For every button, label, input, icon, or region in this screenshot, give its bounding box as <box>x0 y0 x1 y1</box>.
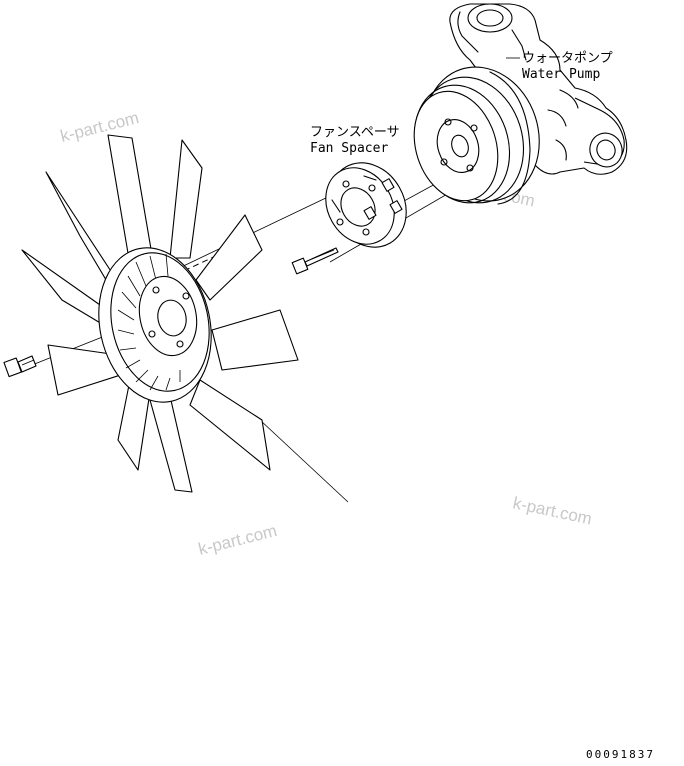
fan-spacer-label-jp: ファンスペーサ <box>310 125 400 140</box>
water-pump-label-jp: ウォータポンプ <box>522 51 613 66</box>
spacer-bolt <box>291 247 339 275</box>
water-pump-label-en: Water Pump <box>522 67 600 82</box>
water-pump <box>413 3 628 205</box>
fan-bolt <box>3 355 37 378</box>
fan-spacer-label-en: Fan Spacer <box>310 141 388 156</box>
watermark: k-part.com <box>196 521 279 559</box>
drawing-number: 00091837 <box>586 748 655 761</box>
watermark: k-part.com <box>511 493 593 528</box>
cooling-fan <box>21 134 299 493</box>
fan-spacer <box>325 162 407 248</box>
